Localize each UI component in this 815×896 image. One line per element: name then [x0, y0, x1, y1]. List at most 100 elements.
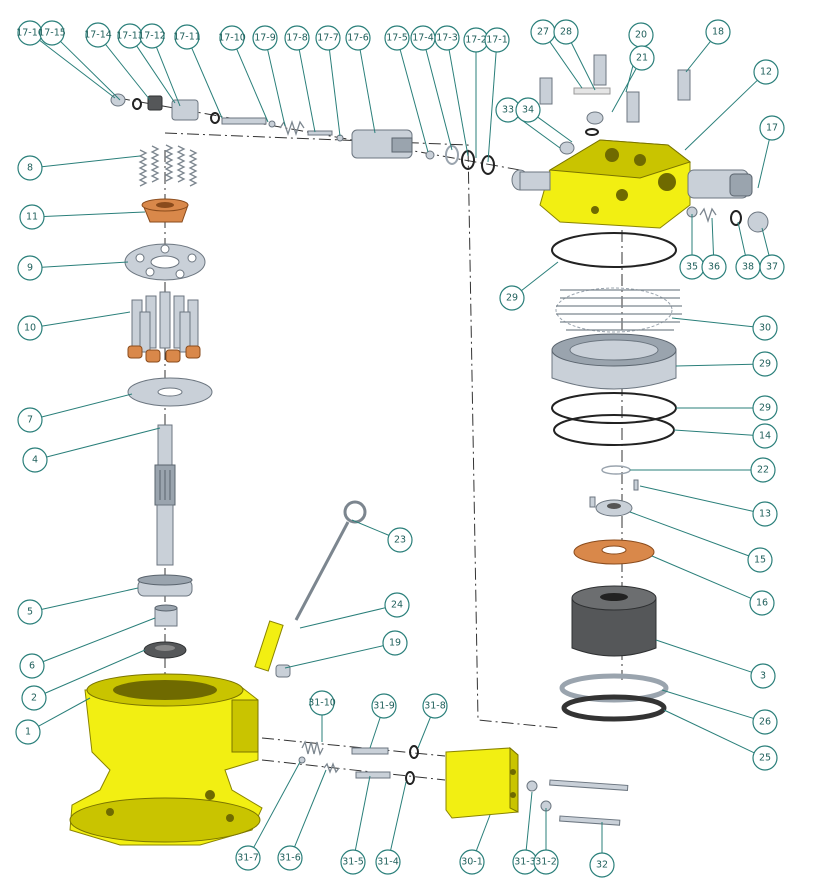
callout-leader-line	[299, 607, 386, 629]
callout-bubble	[533, 849, 559, 875]
callout-label-30-1: 30-1	[461, 857, 483, 868]
thrust-plate-part	[127, 377, 213, 407]
level-gauge-part	[254, 500, 367, 678]
callout-leader-line	[629, 511, 749, 557]
callout-bubble	[752, 315, 778, 341]
callout-leader-line	[46, 427, 161, 458]
callout-label-23: 23	[394, 535, 406, 546]
piston-springs-part	[138, 144, 198, 187]
callout-bubble	[589, 852, 615, 878]
callout-label-34: 34	[522, 105, 534, 116]
piston-set-part	[127, 291, 201, 363]
callout-label-7: 7	[27, 415, 33, 426]
callout-label-25: 25	[759, 753, 771, 764]
callout-leader-line	[475, 814, 491, 851]
callout-bubble	[22, 447, 48, 473]
callout-leader-line	[671, 317, 754, 328]
callout-bubble	[340, 849, 366, 875]
callout-label-31-3: 31-3	[514, 857, 536, 868]
callout-leader-line	[354, 775, 371, 851]
brake-springs-part	[555, 287, 682, 333]
callout-leader-line	[685, 41, 711, 73]
callout-bubble	[309, 690, 335, 716]
callout-bubble	[174, 24, 200, 50]
callout-leader-line	[525, 791, 533, 851]
callout-bubble	[252, 25, 278, 51]
callout-bubble	[19, 204, 45, 230]
callout-bubble	[752, 709, 778, 735]
callout-leader-line	[351, 519, 390, 536]
callout-bubble	[422, 693, 448, 719]
callout-bubble	[752, 501, 778, 527]
callout-label-6: 6	[29, 661, 35, 672]
callout-leader-line	[39, 39, 116, 99]
callout-label-31-6: 31-6	[279, 853, 301, 864]
callout-label-18: 18	[712, 27, 724, 38]
callout-label-30: 30	[759, 323, 771, 334]
callout-label-17-8: 17-8	[286, 33, 308, 44]
callout-bubble	[371, 693, 397, 719]
callout-leader-line	[369, 717, 381, 749]
callout-bubble	[387, 527, 413, 553]
callout-bubble	[459, 849, 485, 875]
callout-leader-line	[639, 485, 754, 512]
callout-label-17-9: 17-9	[254, 33, 276, 44]
cylinder-block-part	[571, 585, 657, 657]
callout-bubble	[753, 59, 779, 85]
callout-leader-line	[390, 781, 407, 851]
callout-leader-line	[425, 49, 453, 151]
callout-bubble	[17, 407, 43, 433]
callout-leader-line	[60, 41, 121, 101]
callout-label-31-9: 31-9	[373, 701, 395, 712]
callout-leader-line	[41, 311, 131, 327]
callout-leader-line	[651, 555, 752, 599]
callout-label-31-10: 31-10	[308, 698, 336, 709]
callout-leader-line	[41, 155, 141, 168]
callout-label-17-13: 17-13	[116, 31, 144, 42]
valve-assembly-parts	[110, 93, 495, 175]
callout-bubble	[382, 630, 408, 656]
callout-label-17-11: 17-11	[173, 32, 201, 43]
callout-bubble	[759, 115, 785, 141]
callout-leader-line	[549, 41, 583, 89]
callout-leader-line	[41, 261, 129, 268]
retainer-plate-part	[124, 243, 206, 281]
bolts-part	[539, 54, 691, 155]
callout-label-12: 12	[760, 67, 772, 78]
callout-label-13: 13	[759, 509, 771, 520]
o-ring-large-part	[551, 232, 677, 268]
callout-leader-line	[136, 45, 176, 104]
callout-bubble	[139, 23, 165, 49]
callout-label-38: 38	[742, 262, 754, 273]
callout-bubble	[752, 351, 778, 377]
callout-leader-line	[267, 49, 286, 127]
callout-label-26: 26	[759, 717, 771, 728]
callout-label-31-8: 31-8	[424, 701, 446, 712]
callout-label-15: 15	[754, 555, 766, 566]
callout-label-1: 1	[25, 727, 31, 738]
callout-bubble	[759, 254, 785, 280]
callout-leader-line	[42, 617, 156, 663]
callout-label-17: 17	[766, 123, 778, 134]
callout-label-21: 21	[636, 53, 648, 64]
callout-bubble	[515, 97, 541, 123]
callout-bubble	[17, 315, 43, 341]
callout-label-31-2: 31-2	[535, 857, 557, 868]
callout-label-17-15: 17-15	[38, 28, 66, 39]
callout-label-17-5: 17-5	[386, 33, 408, 44]
callout-leader-line	[155, 46, 181, 107]
callout-leader-line	[41, 587, 139, 610]
callout-label-24: 24	[391, 600, 403, 611]
callout-bubble	[284, 25, 310, 51]
callout-leader-line	[41, 393, 133, 418]
callout-bubble	[434, 25, 460, 51]
callout-leader-line	[675, 363, 754, 367]
ball-guide-part	[141, 198, 189, 223]
callout-leader-line	[328, 49, 341, 137]
callout-leader-line	[521, 261, 559, 291]
callout-label-31-5: 31-5	[342, 857, 364, 868]
callout-bubble	[15, 719, 41, 745]
callout-bubble	[39, 20, 65, 46]
callout-leader-line	[487, 51, 497, 163]
friction-plate-part	[573, 539, 655, 565]
